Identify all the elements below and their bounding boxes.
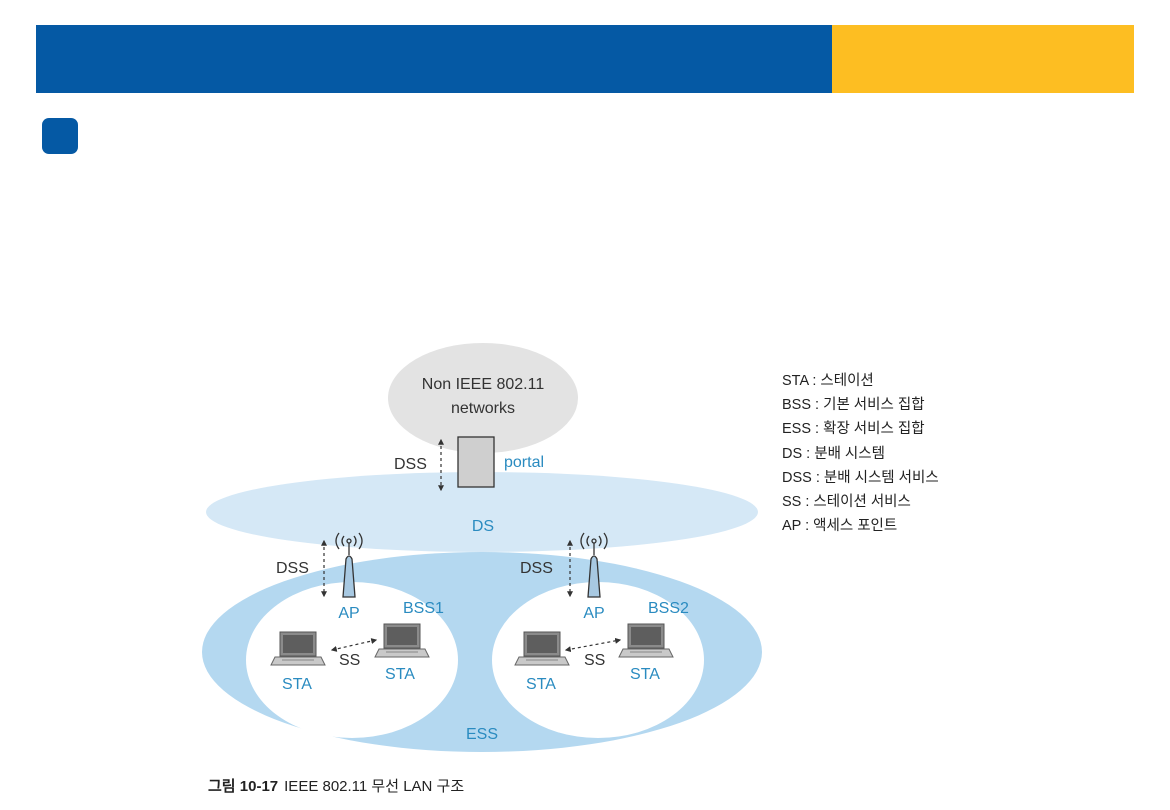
portal-label: portal: [504, 454, 544, 471]
legend-item: AP : 액세스 포인트: [782, 518, 898, 535]
ds-label: DS: [472, 518, 494, 535]
bss2-ellipse: [492, 582, 704, 738]
bss2-label: BSS2: [648, 600, 689, 617]
ss-label: SS: [339, 652, 360, 669]
ss-arrow-bss1: [330, 638, 378, 652]
non-ieee-label-line2: networks: [451, 400, 515, 417]
sta-label: STA: [282, 676, 312, 693]
figure-caption: 그림 10-17 IEEE 802.11 무선 LAN 구조: [208, 775, 464, 796]
section-bullet-icon: [42, 118, 78, 154]
sta-label: STA: [526, 676, 556, 693]
figure-title: IEEE 802.11 무선 LAN 구조: [284, 778, 465, 795]
legend-item: BSS : 기본 서비스 집합: [782, 397, 925, 414]
dss-label: DSS: [276, 560, 309, 577]
ss-label: SS: [584, 652, 605, 669]
ess-label: ESS: [466, 726, 498, 743]
bss1-ellipse: [246, 582, 458, 738]
non-ieee-label-line1: Non IEEE 802.11: [422, 376, 545, 393]
dss-label: DSS: [520, 560, 553, 577]
legend-item: SS : 스테이션 서비스: [782, 494, 911, 511]
legend-item: STA : 스테이션: [782, 373, 874, 389]
legend: STA : 스테이션 BSS : 기본 서비스 집합 ESS : 확장 서비스 …: [782, 369, 939, 538]
ds-ellipse: [206, 472, 758, 552]
non-ieee-network-cloud: [388, 343, 578, 453]
header-bar-accent: [832, 25, 1134, 93]
sta-label: STA: [385, 666, 415, 683]
portal-box-icon: [457, 436, 495, 488]
figure-number: 그림 10-17: [208, 778, 279, 795]
header-bar-primary: [36, 25, 832, 93]
bss1-label: BSS1: [403, 600, 444, 617]
sta-label: STA: [630, 666, 660, 683]
ap-label: AP: [583, 605, 604, 622]
legend-item: ESS : 확장 서비스 집합: [782, 421, 925, 438]
legend-item: DSS : 분배 시스템 서비스: [782, 469, 939, 486]
ap-label: AP: [338, 605, 359, 622]
legend-item: DS : 분배 시스템: [782, 445, 885, 462]
dss-label: DSS: [394, 456, 427, 473]
